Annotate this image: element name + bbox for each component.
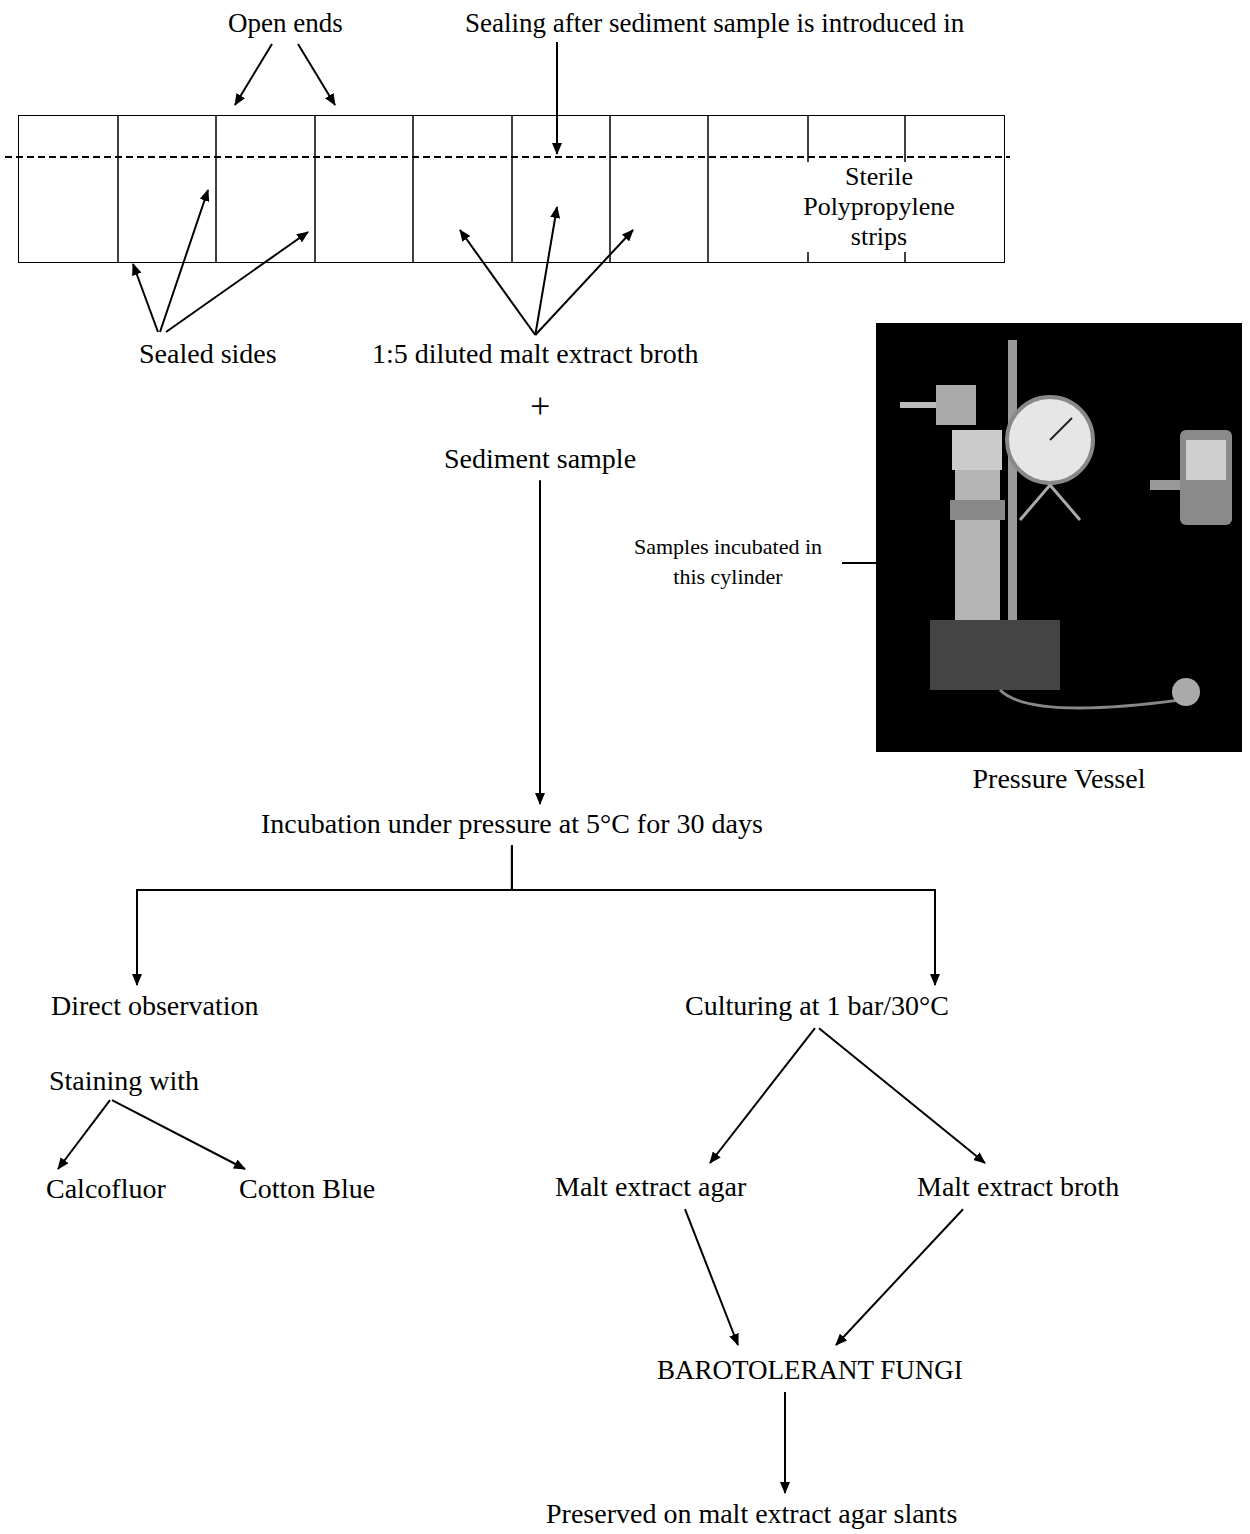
- flow-arrow: [535, 230, 633, 335]
- medium-item: Malt extract broth: [914, 1171, 1122, 1203]
- flow-arrow: [819, 1028, 985, 1163]
- flow-arrow: [710, 1028, 815, 1163]
- pressure-vessel: Pressure Vessel: [876, 323, 1242, 795]
- flow-arrow: [836, 1209, 963, 1345]
- step-text: Pressure Vessel: [876, 763, 1242, 795]
- flow-arrow: [460, 230, 535, 335]
- flow-arrow: [137, 845, 512, 985]
- callout-label: Sealed sides: [139, 338, 277, 370]
- staining-step: Staining with: [46, 1065, 202, 1097]
- plus-sign: +: [530, 386, 550, 427]
- callout-label: Open ends: [228, 8, 343, 39]
- observation-step: Direct observation: [48, 990, 262, 1022]
- step-text: Incubation under pressure at 5°C for 30 …: [258, 808, 766, 840]
- polypropylene-strip: Sterile Polypropylene strips: [18, 115, 1005, 263]
- flow-arrow: [512, 845, 935, 985]
- step-text: Malt extract agar: [552, 1171, 749, 1203]
- stain-item: Cotton Blue: [236, 1173, 378, 1205]
- stain-item: Calcofluor: [43, 1173, 169, 1205]
- step-text: Preserved on malt extract agar slants: [543, 1498, 960, 1530]
- step-text: Calcofluor: [43, 1173, 169, 1205]
- pressure-vessel-photo: [876, 323, 1242, 752]
- medium-item: Malt extract agar: [552, 1171, 749, 1203]
- strip-label: Sterile Polypropylene strips: [784, 162, 974, 252]
- result-step: BAROTOLERANT FUNGI: [654, 1355, 966, 1386]
- flow-arrow: [685, 1209, 738, 1345]
- callout-label: Samples incubated in this cylinder: [618, 532, 838, 592]
- leader-arrows: [133, 42, 876, 563]
- storage-step: Preserved on malt extract agar slants: [543, 1498, 960, 1530]
- culturing-step: Culturing at 1 bar/30°C: [682, 990, 952, 1022]
- step-text: Malt extract broth: [914, 1171, 1122, 1203]
- seal-dashed-line: [5, 156, 1010, 158]
- incubation-step: Incubation under pressure at 5°C for 30 …: [258, 808, 766, 840]
- callout-label: Sealing after sediment sample is introdu…: [465, 8, 964, 39]
- step-text: Cotton Blue: [236, 1173, 378, 1205]
- step-text: Staining with: [46, 1065, 202, 1097]
- sample-step: Sediment sample: [441, 443, 639, 475]
- flow-arrow: [112, 1100, 245, 1169]
- flow-arrow: [539, 480, 541, 804]
- step-text: Sediment sample: [441, 443, 639, 475]
- flow-arrow: [58, 1100, 110, 1169]
- step-text: Direct observation: [48, 990, 262, 1022]
- step-text: BAROTOLERANT FUNGI: [654, 1355, 966, 1386]
- flow-arrow: [784, 1392, 786, 1493]
- step-text: Culturing at 1 bar/30°C: [682, 990, 952, 1022]
- step-text: 1:5 diluted malt extract broth: [369, 338, 702, 370]
- medium-step: 1:5 diluted malt extract broth: [369, 338, 702, 370]
